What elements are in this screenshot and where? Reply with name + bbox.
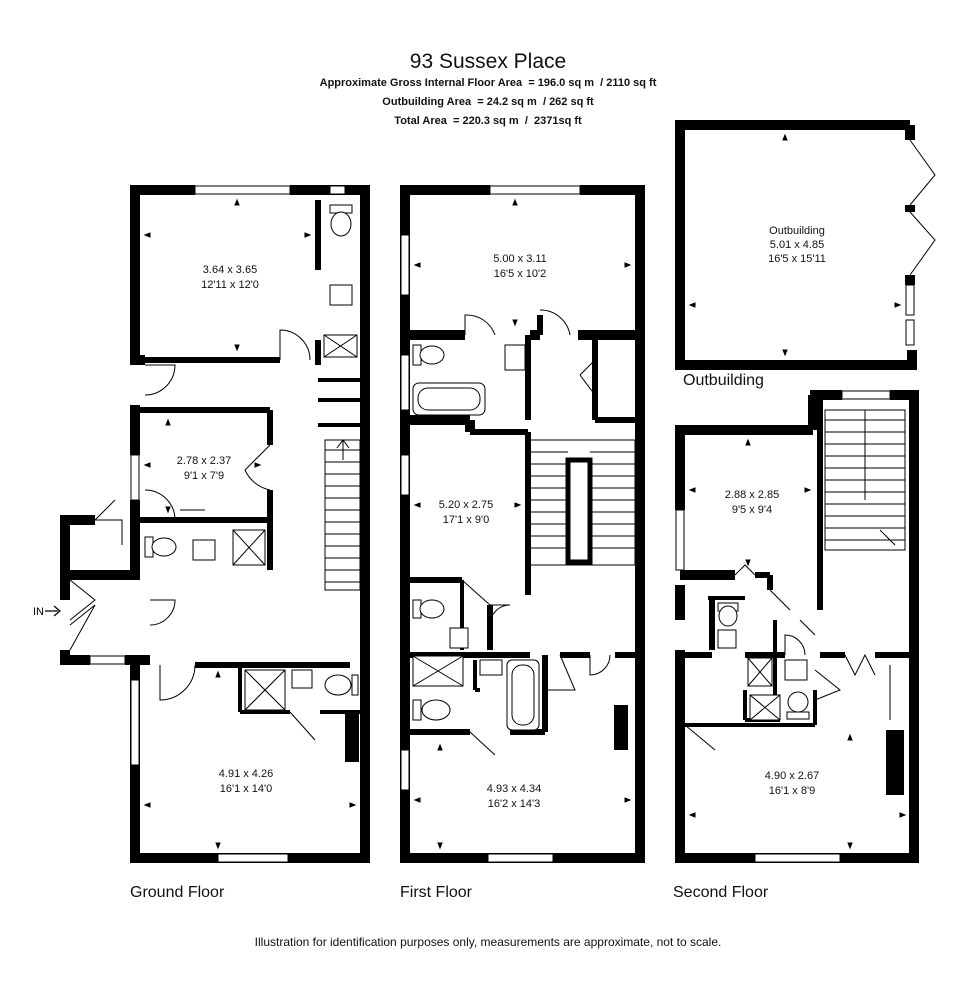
outbuilding-walls: [675, 120, 917, 370]
room-label-first-bottom-metric: 4.93 x 4.34: [487, 783, 541, 795]
entrance-label: IN: [33, 606, 44, 618]
floor-name-outbuilding: Outbuilding: [683, 372, 764, 389]
outbuilding-area-line: Outbuilding Area = 24.2 sq m / 262 sq ft: [382, 96, 594, 108]
room-label-ground-bottom-metric: 4.91 x 4.26: [219, 768, 273, 780]
property-title: 93 Sussex Place: [409, 50, 567, 73]
room-label-first-top-metric: 5.00 x 3.11: [493, 253, 547, 265]
room-label-second-bottom-metric: 4.90 x 2.67: [765, 770, 819, 782]
room-label-first-mid-imperial: 17'1 x 9'0: [443, 514, 489, 526]
room-label-ground-top-imperial: 12'11 x 12'0: [201, 279, 259, 291]
gross-area-line: Approximate Gross Internal Floor Area = …: [319, 77, 657, 89]
room-label-ground-bottom-imperial: 16'1 x 14'0: [220, 783, 273, 795]
room-label-first-bottom-imperial: 16'2 x 14'3: [488, 798, 541, 810]
room-label-second-top-metric: 2.88 x 2.85: [725, 489, 779, 501]
room-label-first-mid-metric: 5.20 x 2.75: [439, 499, 493, 511]
total-area-line: Total Area = 220.3 sq m / 2371sq ft: [394, 115, 582, 127]
second-floor-walls: [675, 390, 919, 863]
plan-header: 93 Sussex Place Approximate Gross Intern…: [0, 50, 976, 131]
room-label-second-top-imperial: 9'5 x 9'4: [732, 504, 772, 516]
disclaimer: Illustration for identification purposes…: [254, 935, 722, 949]
floor-name-first: First Floor: [400, 884, 473, 901]
door-swings: [69, 139, 936, 756]
entrance-marker: IN: [33, 605, 61, 618]
staircases: [324, 409, 906, 591]
floor-name-ground: Ground Floor: [130, 884, 225, 901]
sanitary-fittings: [144, 204, 810, 731]
room-label-ground-mid-metric: 2.78 x 2.37: [177, 455, 231, 467]
room-label-outbuilding-imperial: 16'5 x 15'11: [768, 253, 826, 265]
room-label-second-bottom-imperial: 16'1 x 8'9: [769, 785, 815, 797]
floor-name-second: Second Floor: [673, 884, 769, 901]
room-label-outbuilding-name: Outbuilding: [769, 225, 825, 237]
room-label-first-top-imperial: 16'5 x 10'2: [494, 268, 547, 280]
room-labels: 3.64 x 3.65 12'11 x 12'0 2.78 x 2.37 9'1…: [177, 225, 826, 810]
dimension-arrows: [143, 133, 907, 850]
room-label-ground-mid-imperial: 9'1 x 7'9: [184, 470, 224, 482]
room-label-ground-top-metric: 3.64 x 3.65: [203, 264, 257, 276]
windows: [89, 185, 915, 863]
floor-names: Ground Floor First Floor Second Floor Ou…: [130, 372, 769, 901]
room-label-outbuilding-metric: 5.01 x 4.85: [770, 239, 824, 251]
